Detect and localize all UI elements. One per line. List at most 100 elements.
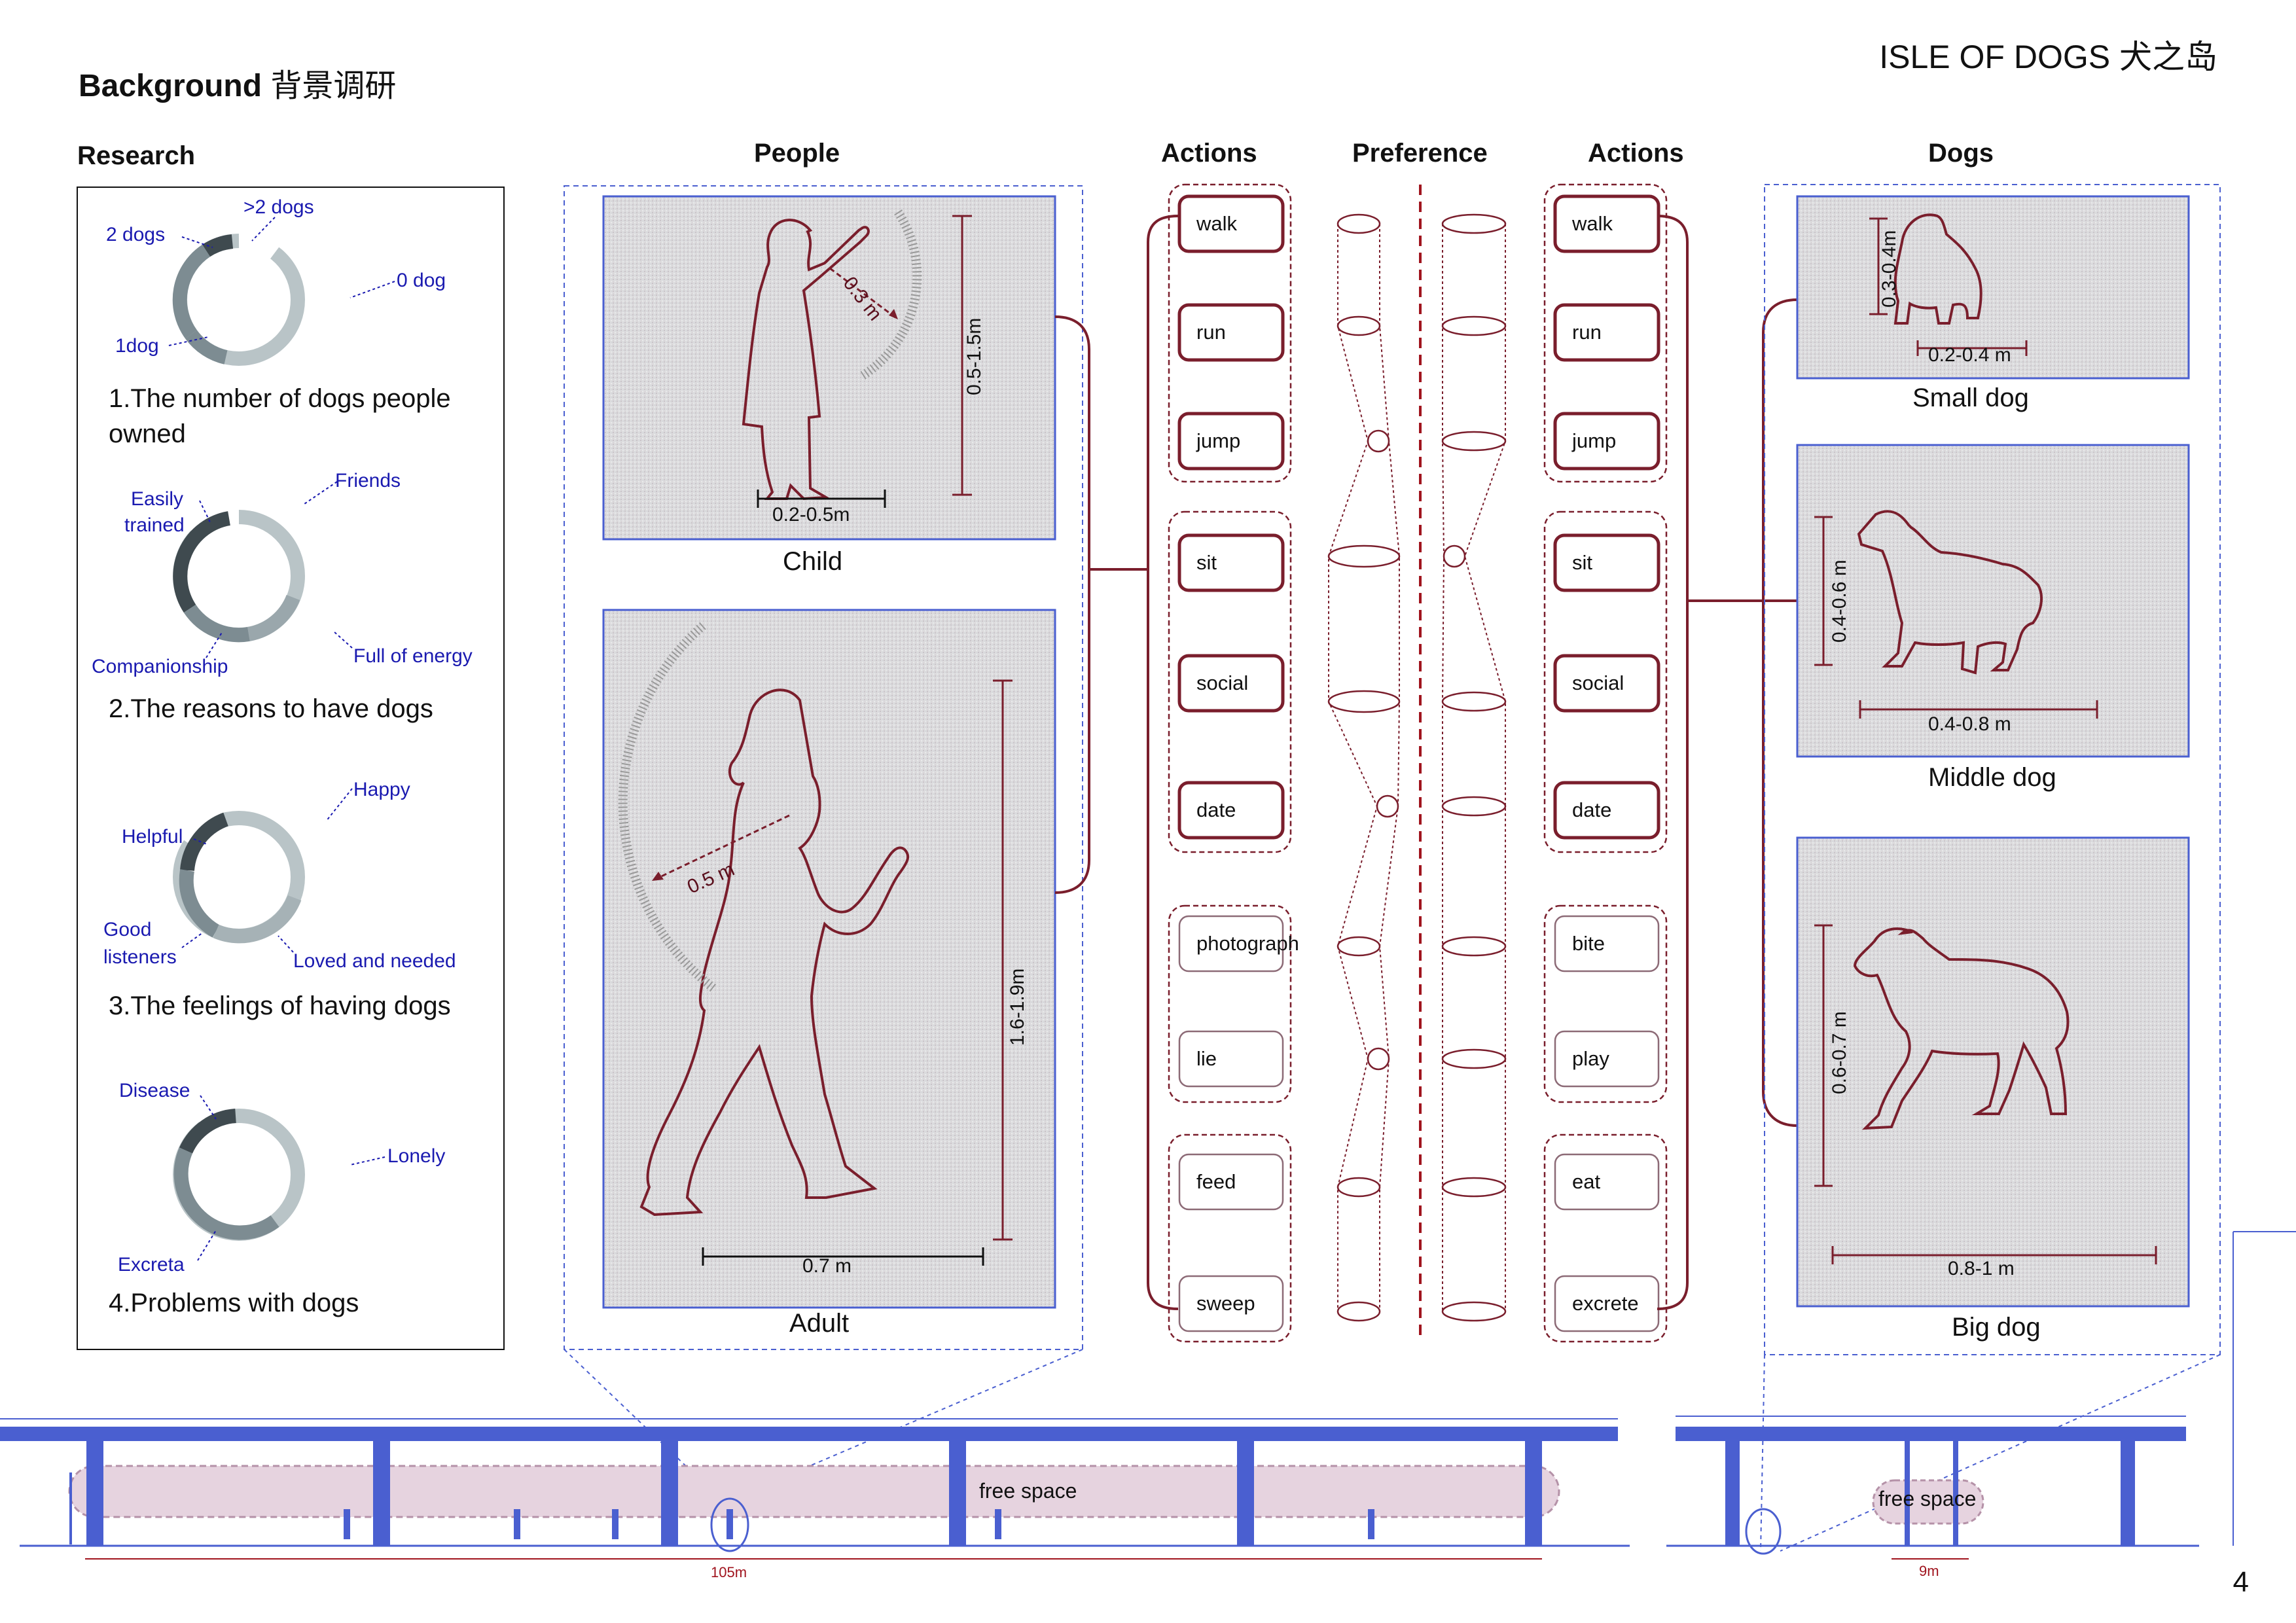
- research-heading: Research: [77, 141, 196, 170]
- left-action-label: run: [1196, 321, 1226, 344]
- small-dog-silhouette: [1893, 213, 1982, 325]
- question-1-text: 1.The number of dogs people owned: [109, 384, 451, 448]
- left-action-label: sweep: [1196, 1292, 1255, 1315]
- middle-dog-panel: [1796, 444, 2190, 758]
- left-action-label: social: [1196, 671, 1249, 694]
- middle-dog-caption: Middle dog: [1928, 763, 2056, 792]
- big-dog-dims: [1814, 924, 2157, 1264]
- right-action-box: [1554, 1153, 1660, 1211]
- child-width-label: 0.2-0.5m: [772, 504, 850, 526]
- right-action-box: [1553, 654, 1660, 713]
- label-excreta: Excreta: [118, 1254, 185, 1275]
- preference-left-guides: [1328, 224, 1400, 1311]
- question-3-text: 3.The feelings of having dogs: [109, 991, 451, 1020]
- right-action-box: [1553, 533, 1660, 592]
- donut-chart-feelings: [173, 811, 305, 944]
- label-happy: Happy: [353, 779, 410, 800]
- left-action-box: [1177, 654, 1285, 713]
- question-4-text: 4.Problems with dogs: [109, 1289, 359, 1317]
- right-action-box: [1553, 412, 1660, 471]
- label-listeners: listeners: [103, 946, 177, 968]
- big-dog-height-label: 0.6-0.7 m: [1829, 1011, 1850, 1094]
- donut-chart-reasons: [173, 508, 305, 643]
- right-action-label: jump: [1572, 429, 1617, 452]
- left-action-label: sit: [1196, 551, 1217, 574]
- people-bracket: [1054, 315, 1090, 894]
- right-action-box: [1553, 303, 1660, 362]
- label-helpful: Helpful: [122, 826, 183, 847]
- label-trained: trained: [124, 514, 185, 536]
- label-two-dogs: 2 dogs: [106, 224, 166, 245]
- label-full-of-energy: Full of energy: [353, 645, 473, 667]
- right-action-label: bite: [1572, 932, 1605, 955]
- free-space-right-label: free space: [1878, 1487, 1977, 1510]
- page-title-en: Background: [79, 69, 262, 103]
- label-loved-and-needed: Loved and needed: [293, 950, 456, 972]
- middle-dog-height-label: 0.4-0.6 m: [1829, 560, 1850, 643]
- preference-right-guides: [1442, 224, 1506, 1311]
- middle-dog-silhouette: [1857, 510, 2043, 675]
- left-action-box: [1177, 412, 1285, 471]
- people-heading: People: [754, 139, 840, 168]
- right-action-label: walk: [1572, 212, 1613, 235]
- label-one-dog: 1dog: [115, 335, 159, 357]
- label-friends: Friends: [335, 470, 401, 491]
- child-caption: Child: [783, 547, 843, 576]
- child-panel: [602, 195, 1056, 541]
- middle-dog-width-label: 0.4-0.8 m: [1928, 713, 2011, 735]
- middle-dog-dims: [1814, 516, 2098, 719]
- brand-title: ISLE OF DOGS 犬之岛: [1879, 39, 2217, 75]
- donut-chart-dogs-owned: [172, 232, 305, 366]
- free-space-left-label: free space: [979, 1479, 1077, 1503]
- label-more-than-two-dogs: >2 dogs: [243, 196, 314, 218]
- right-section-drawing: [1666, 1231, 2296, 1560]
- adult-panel: [602, 609, 1056, 1309]
- left-action-box: [1177, 194, 1285, 253]
- big-dog-silhouette: [1853, 927, 2070, 1130]
- small-dog-width-label: 0.2-0.4 m: [1928, 344, 2011, 366]
- small-dog-caption: Small dog: [1912, 383, 2029, 412]
- donut-chart-problems: [173, 1108, 305, 1241]
- page-number: 4: [2233, 1566, 2249, 1598]
- right-action-label: social: [1572, 671, 1624, 694]
- actions-right-heading: Actions: [1588, 139, 1684, 168]
- child-height-dim: [952, 215, 972, 496]
- research-box: [77, 187, 505, 1350]
- label-companionship: Companionship: [92, 656, 228, 677]
- left-action-box: [1177, 533, 1285, 592]
- page-title-cn: 背景调研: [270, 69, 397, 103]
- adult-silhouette: [639, 688, 910, 1217]
- child-silhouette: [742, 219, 870, 501]
- right-action-box: [1554, 915, 1660, 972]
- label-easily: Easily: [131, 488, 184, 510]
- adult-height-dim: [993, 679, 1013, 1241]
- child-height-label: 0.5-1.5m: [963, 317, 985, 395]
- actions-left-groups: [1168, 183, 1292, 1343]
- label-disease: Disease: [119, 1080, 190, 1101]
- preference-left-lanes: [1327, 213, 1401, 1322]
- adult-width-label: 0.7 m: [802, 1255, 852, 1277]
- label-good: Good: [103, 919, 152, 940]
- adult-caption: Adult: [789, 1309, 850, 1338]
- question-2-text: 2.The reasons to have dogs: [109, 694, 433, 723]
- small-dog-dims: [1869, 217, 2028, 356]
- right-action-label: excrete: [1572, 1292, 1639, 1315]
- left-action-label: photograph: [1196, 932, 1299, 955]
- label-zero-dog: 0 dog: [397, 270, 446, 291]
- child-width-dim: [757, 490, 886, 508]
- right-action-box: [1553, 781, 1660, 840]
- page-title: Background 背景调研: [79, 71, 396, 102]
- left-action-box: [1178, 1275, 1284, 1332]
- research-leader-lines: [168, 217, 395, 1261]
- left-action-box: [1178, 1030, 1284, 1088]
- right-action-label: sit: [1572, 551, 1592, 574]
- dogs-bracket: [1762, 298, 1798, 1127]
- dogs-frame: [1764, 184, 2221, 1355]
- adult-width-dim: [702, 1247, 984, 1266]
- adult-height-label: 1.6-1.9m: [1007, 968, 1028, 1046]
- preference-right-lanes: [1441, 213, 1507, 1322]
- left-action-label: date: [1196, 798, 1236, 821]
- left-action-box: [1178, 1153, 1284, 1211]
- people-frame: [564, 185, 1083, 1350]
